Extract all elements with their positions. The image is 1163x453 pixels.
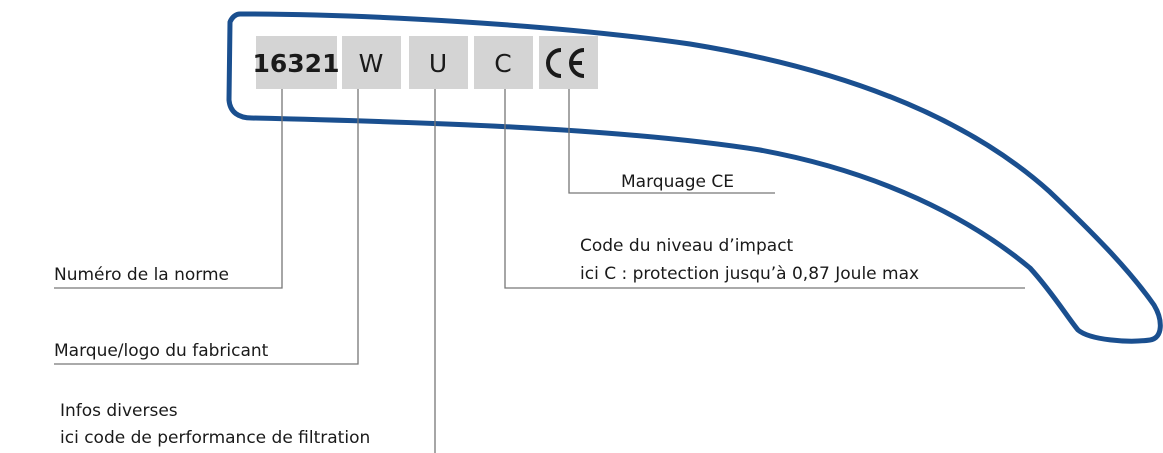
label-ce-marking: Marquage CE [621,172,734,192]
label-info-line1: Infos diverses [60,401,178,421]
leader-manufacturer [54,89,359,365]
norm-number-box [256,36,337,89]
label-impact-line1: Code du niveau d’impact [580,236,794,256]
leader-ce [568,89,775,194]
manufacturer-code: W [359,49,384,78]
info-box [409,36,468,89]
impact-box [474,36,533,89]
temple-arm-outline [226,11,1163,344]
leader-impact [504,89,1025,289]
impact-code: C [494,49,511,78]
label-impact-line2: ici C : protection jusqu’à 0,87 Joule ma… [580,264,919,284]
info-code: U [429,49,447,78]
leader-norm [54,89,283,289]
label-info-line2: ici code de performance de filtration [60,428,370,448]
manufacturer-box [342,36,401,89]
label-norm-number: Numéro de la norme [54,265,229,285]
label-manufacturer: Marque/logo du fabricant [54,341,269,361]
norm-number-code: 16321 [253,49,340,78]
ce-mark-logo [546,48,585,78]
leader-lines [54,89,1025,453]
